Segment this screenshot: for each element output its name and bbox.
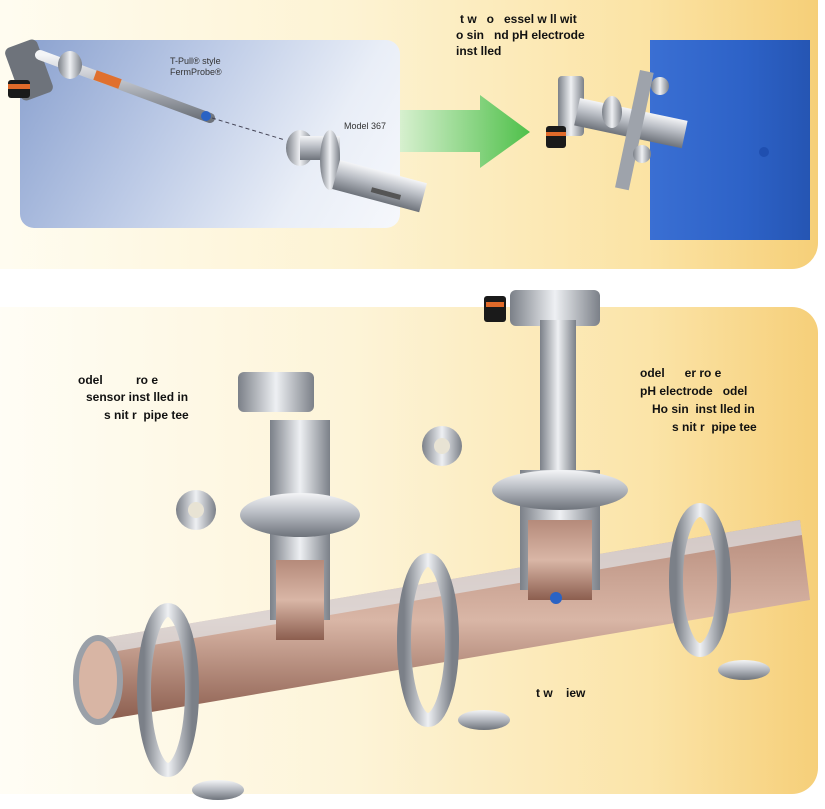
installed-assembly	[546, 70, 769, 191]
left-caption-line1: odel ro e	[78, 373, 159, 387]
probe-name-line1: T-Pull® style	[170, 56, 221, 66]
pipe-assembly	[73, 290, 810, 800]
top-caption-line1: t w o essel w ll wit	[460, 12, 577, 26]
right-caption-line2: pH electrode odel	[640, 384, 748, 398]
view-caption: t w iew	[536, 686, 586, 700]
probe-name-line2: FermProbe®	[170, 67, 222, 77]
arrow-icon	[400, 95, 530, 168]
top-caption-line3: inst lled	[456, 44, 502, 58]
fermprobe-illustration	[5, 39, 286, 141]
right-caption-line1: odel er ro e	[640, 366, 722, 380]
left-caption-line2: sensor inst lled in	[86, 390, 189, 404]
model-367-housing	[286, 130, 427, 213]
right-caption-line3: Ho sin inst lled in	[652, 402, 755, 416]
left-caption-line3: s nit r pipe tee	[104, 408, 189, 422]
right-caption-line4: s nit r pipe tee	[672, 420, 757, 434]
top-caption-line2: o sin nd pH electrode	[456, 28, 585, 42]
model-367-label: Model 367	[344, 121, 387, 131]
